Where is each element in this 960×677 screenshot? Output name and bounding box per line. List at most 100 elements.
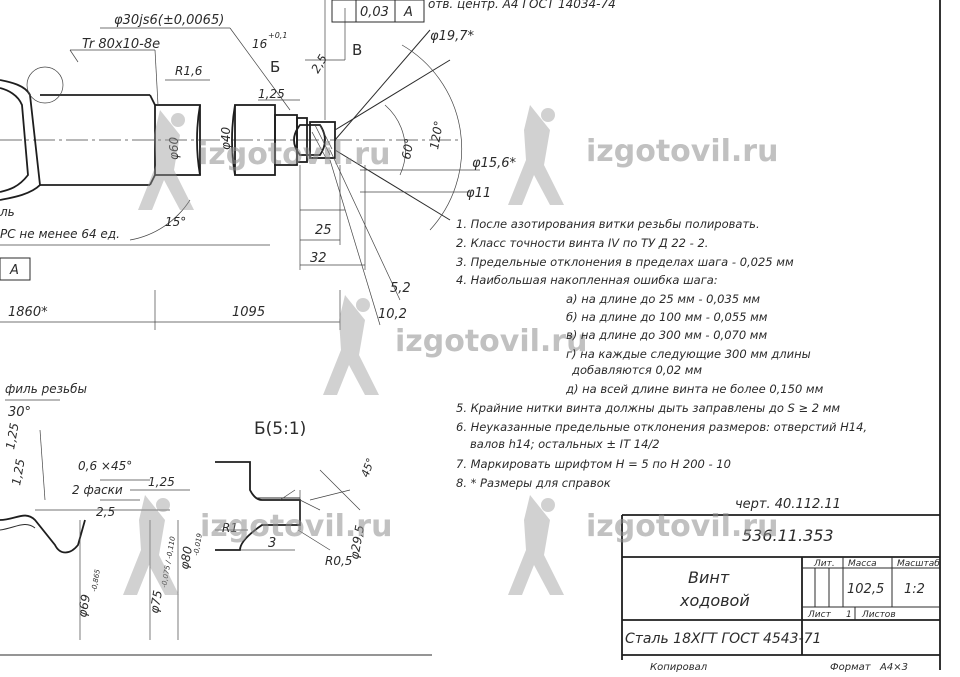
profile-125b: 1,25 xyxy=(9,458,27,487)
dim-16-tol: +0,1 xyxy=(268,31,287,40)
detail-r1: R1 xyxy=(222,521,238,535)
note-6: 6. Неуказанные предельные отклонения раз… xyxy=(456,420,868,434)
frame-lines xyxy=(0,0,941,670)
profile-125c: 1,25 xyxy=(148,475,175,489)
profile-125a: 1,25 xyxy=(3,422,21,451)
dim-1095: 1095 xyxy=(232,305,265,320)
datum-a-label: A xyxy=(9,263,19,278)
view-b-label: Б xyxy=(270,58,280,76)
note-4d: г) на каждые следующие 300 мм длины xyxy=(566,347,811,361)
hardness-text: РС не менее 64 ед. xyxy=(0,227,120,241)
title-block-labels: черт. 40.112.11 536.11.353 Винт ходовой … xyxy=(625,497,940,673)
note-4d-cont: добавляются 0,02 мм xyxy=(572,363,703,377)
note-5: 5. Крайние нитки винта должны дыть запра… xyxy=(456,401,841,415)
note-1: 1. После азотирования витки резьбы полир… xyxy=(456,217,760,231)
main-view-labels: φ30js6(±0,0065) Tr 80x10-8e R1,6 φ60 φ40… xyxy=(0,0,616,322)
watermark-text: izgotovil.ru xyxy=(586,509,778,544)
dim-32: 32 xyxy=(310,251,327,266)
material: Сталь 18ХГТ ГОСТ 4543-71 xyxy=(625,631,821,647)
centre-holes-note: отв. центр. А4 ГОСТ 14034-74 xyxy=(428,0,616,11)
part-name-line1: Винт xyxy=(688,568,730,587)
dim-52: 5,2 xyxy=(390,281,411,296)
format-value: А4×3 xyxy=(879,662,908,673)
dim-125-main: 1,25 xyxy=(258,87,285,101)
dim-25: 25 xyxy=(315,223,332,238)
note-7: 7. Маркировать шрифтом H = 5 по Н 200 - … xyxy=(456,457,731,471)
drawing-ref: черт. 40.112.11 xyxy=(735,497,841,512)
watermark-figure xyxy=(508,105,564,205)
thread-profile-labels: филь резьбы 30° 1,25 1,25 0,6 ×45° 2 фас… xyxy=(3,382,204,619)
note-4a: а) на длине до 25 мм - 0,035 мм xyxy=(566,292,761,306)
scale-value: 1:2 xyxy=(904,582,925,597)
detail-d295: φ29,5 xyxy=(347,524,367,561)
watermark-text: izgotovil.ru xyxy=(198,137,390,172)
note-4c: в) на длине до 300 мм - 0,070 мм xyxy=(566,328,768,342)
dim-d197: φ19,7* xyxy=(430,29,475,44)
format-label: Формат xyxy=(830,662,872,673)
dim-102: 10,2 xyxy=(378,307,407,322)
watermarks: izgotovil.ru izgotovil.ru izgotovil.ru i… xyxy=(123,105,778,595)
detail-b-title: Б(5:1) xyxy=(254,419,306,439)
note-3: 3. Предельные отклонения в пределах шага… xyxy=(456,255,794,269)
watermark-text: izgotovil.ru xyxy=(586,134,778,169)
tolerance-datum: A xyxy=(403,5,413,20)
dim-thread: Tr 80x10-8e xyxy=(82,37,160,52)
col-mass: Масса xyxy=(848,559,877,569)
detail-b-labels: Б(5:1) R1 3 R0,5 φ29,5 45° xyxy=(222,419,377,568)
detail-r05: R0,5 xyxy=(325,554,352,568)
col-scale: Масштаб xyxy=(897,559,940,569)
hardness-label: ль xyxy=(0,205,15,219)
detail-a45: 45° xyxy=(359,456,378,479)
dim-d60: φ60 xyxy=(167,136,181,160)
mass-value: 102,5 xyxy=(847,582,884,597)
note-6-cont: валов h14; остальных ± IT 14/2 xyxy=(470,437,660,451)
dim-d11: φ11 xyxy=(466,186,491,201)
watermark-text: izgotovil.ru xyxy=(200,509,392,544)
col-lit: Лит. xyxy=(813,559,835,569)
note-4b: б) на длине до 100 мм - 0,055 мм xyxy=(566,310,768,324)
profile-title: филь резьбы xyxy=(5,382,87,396)
dim-16: 16 xyxy=(252,37,268,51)
profile-25: 2,5 xyxy=(96,505,115,519)
sheets-label: Листов xyxy=(861,610,896,620)
angle-120: 120° xyxy=(427,120,446,151)
profile-angle-30: 30° xyxy=(8,405,31,420)
note-4: 4. Наибольшая накопленная ошибка шага: xyxy=(456,273,718,287)
profile-chamfers2: 2 фаски xyxy=(72,483,123,497)
note-2: 2. Класс точности винта IV по ТУ Д 22 - … xyxy=(456,236,709,250)
note-4e: д) на всей длине винта не более 0,150 мм xyxy=(566,382,824,396)
part-name-line2: ходовой xyxy=(679,591,750,610)
note-8: 8. * Размеры для справок xyxy=(456,476,611,490)
tolerance-value: 0,03 xyxy=(360,5,389,20)
dim-25-top: 2,5 xyxy=(308,52,330,76)
profile-chamfer: 0,6 ×45° xyxy=(78,459,132,473)
profile-d69: φ69 xyxy=(75,593,93,618)
profile-d69-tol: -0,865 xyxy=(90,568,102,592)
sheet-no: 1 xyxy=(846,610,852,620)
angle-15: 15° xyxy=(165,215,186,229)
profile-d75: φ75 xyxy=(147,589,165,614)
watermark-figure xyxy=(508,495,564,595)
dim-1860: 1860* xyxy=(8,305,48,320)
dim-d30js6: φ30js6(±0,0065) xyxy=(114,13,224,28)
view-v-label: В xyxy=(352,41,362,59)
watermark-figure xyxy=(138,110,194,210)
copied-label: Копировал xyxy=(650,662,708,673)
profile-d80: φ80 xyxy=(177,545,195,571)
dim-d156: φ15,6* xyxy=(472,156,517,171)
detail-b xyxy=(215,461,361,551)
watermark-figure xyxy=(123,495,179,595)
title-block xyxy=(622,514,940,656)
profile-d80-tol: -0,019 xyxy=(192,532,204,556)
angle-60: 60° xyxy=(399,137,416,160)
dim-d40: φ40 xyxy=(219,126,233,150)
shaft-view xyxy=(0,0,480,330)
dim-r16: R1,6 xyxy=(175,64,203,78)
detail-len3: 3 xyxy=(268,536,276,551)
thread-profile xyxy=(0,399,190,640)
watermark-text: izgotovil.ru xyxy=(395,324,587,359)
drawing-number: 536.11.353 xyxy=(742,526,834,545)
sheet-label: Лист xyxy=(807,610,832,620)
watermark-figure xyxy=(323,295,379,395)
